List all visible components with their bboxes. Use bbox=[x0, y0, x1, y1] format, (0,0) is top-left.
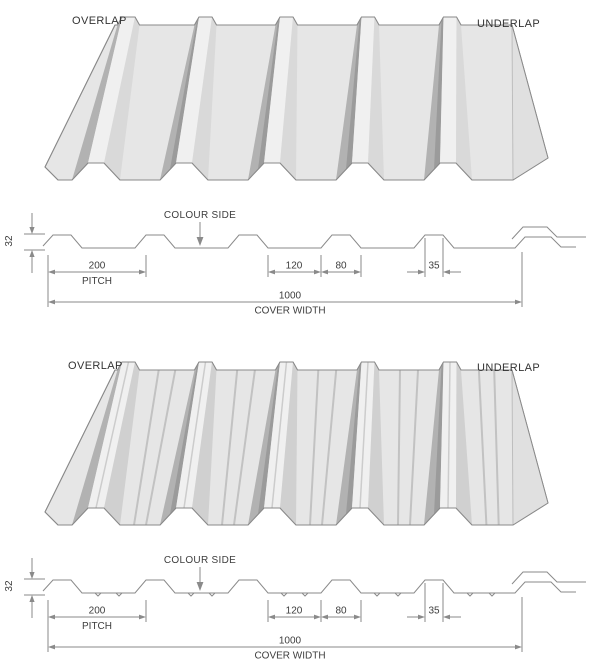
height-value: 32 bbox=[4, 580, 15, 592]
overlap-label: OVERLAP bbox=[68, 360, 123, 372]
rib-base-value: 80 bbox=[335, 606, 347, 617]
dimension-rib-base-80: 80 bbox=[321, 606, 361, 620]
rib bbox=[248, 17, 298, 180]
dimension-pitch-200: 200 PITCH bbox=[48, 261, 146, 287]
cross-section-1: 32 COLOUR SIDE 200 PITCH 120 80 bbox=[4, 210, 586, 317]
rib bbox=[424, 361, 472, 525]
profile-line bbox=[42, 226, 586, 249]
rib-base-value: 80 bbox=[335, 261, 347, 272]
colour-side-callout: COLOUR SIDE bbox=[164, 210, 236, 246]
rib bbox=[248, 361, 298, 525]
underlap-crease bbox=[511, 369, 514, 526]
rib bbox=[336, 361, 384, 525]
rib bbox=[72, 361, 140, 525]
profile-line bbox=[42, 571, 586, 597]
dimension-rib-top-35: 35 bbox=[407, 261, 461, 275]
dimension-cover-1000: 1000 COVER WIDTH bbox=[48, 636, 522, 662]
colour-side-label: COLOUR SIDE bbox=[164, 210, 236, 221]
dimension-valley-120: 120 bbox=[268, 606, 321, 620]
extension-lines bbox=[47, 583, 523, 652]
pitch-label: PITCH bbox=[82, 621, 112, 632]
valley-width-value: 120 bbox=[286, 606, 303, 617]
sheet-body bbox=[44, 361, 549, 526]
dimension-rib-top-35: 35 bbox=[407, 606, 461, 620]
rib-top-value: 35 bbox=[428, 606, 440, 617]
colour-side-callout: COLOUR SIDE bbox=[164, 555, 236, 591]
sheet-outline bbox=[44, 16, 549, 181]
cross-section-2: 32 COLOUR SIDE 200 PITCH 120 80 bbox=[4, 555, 586, 662]
underlap-label: UNDERLAP bbox=[477, 362, 540, 374]
underlap-edge-face bbox=[512, 370, 548, 525]
overlap-sheet-line bbox=[511, 226, 586, 240]
cover-width-label: COVER WIDTH bbox=[254, 651, 325, 662]
height-value: 32 bbox=[4, 235, 15, 247]
overlap-label: OVERLAP bbox=[72, 15, 127, 27]
sheet-outline bbox=[44, 361, 549, 526]
rib bbox=[72, 17, 140, 180]
cover-width-label: COVER WIDTH bbox=[254, 306, 325, 317]
rib-top-value: 35 bbox=[428, 261, 440, 272]
pitch-value: 200 bbox=[89, 261, 106, 272]
rib bbox=[336, 17, 384, 180]
dimension-pitch-200: 200 PITCH bbox=[48, 606, 146, 632]
cover-width-value: 1000 bbox=[279, 636, 302, 647]
sheet-3d-view-2: OVERLAP UNDERLAP bbox=[44, 360, 549, 526]
sheet-3d-view-1: OVERLAP UNDERLAP bbox=[44, 15, 549, 181]
dimension-rib-base-80: 80 bbox=[321, 261, 361, 275]
pitch-value: 200 bbox=[89, 606, 106, 617]
underlap-label: UNDERLAP bbox=[477, 18, 540, 30]
valley-width-value: 120 bbox=[286, 261, 303, 272]
stiffening-notches bbox=[94, 592, 496, 597]
colour-side-label: COLOUR SIDE bbox=[164, 555, 236, 566]
rib bbox=[424, 17, 472, 180]
underlap-crease bbox=[511, 24, 514, 181]
pitch-label: PITCH bbox=[82, 276, 112, 287]
dimension-cover-1000: 1000 COVER WIDTH bbox=[48, 291, 522, 317]
rib bbox=[160, 17, 217, 180]
underlap-edge-face bbox=[512, 25, 548, 180]
rib bbox=[160, 361, 217, 525]
dimension-height-32: 32 bbox=[4, 213, 45, 273]
sheet-body bbox=[44, 16, 549, 181]
extension-lines bbox=[47, 238, 523, 307]
dimension-height-32: 32 bbox=[4, 558, 45, 618]
down-arrow-icon bbox=[196, 237, 204, 246]
pan-flute-lines bbox=[133, 369, 500, 526]
down-arrow-icon bbox=[196, 582, 204, 591]
dimension-valley-120: 120 bbox=[268, 261, 321, 275]
overlap-sheet-line bbox=[511, 571, 586, 585]
cover-width-value: 1000 bbox=[279, 291, 302, 302]
